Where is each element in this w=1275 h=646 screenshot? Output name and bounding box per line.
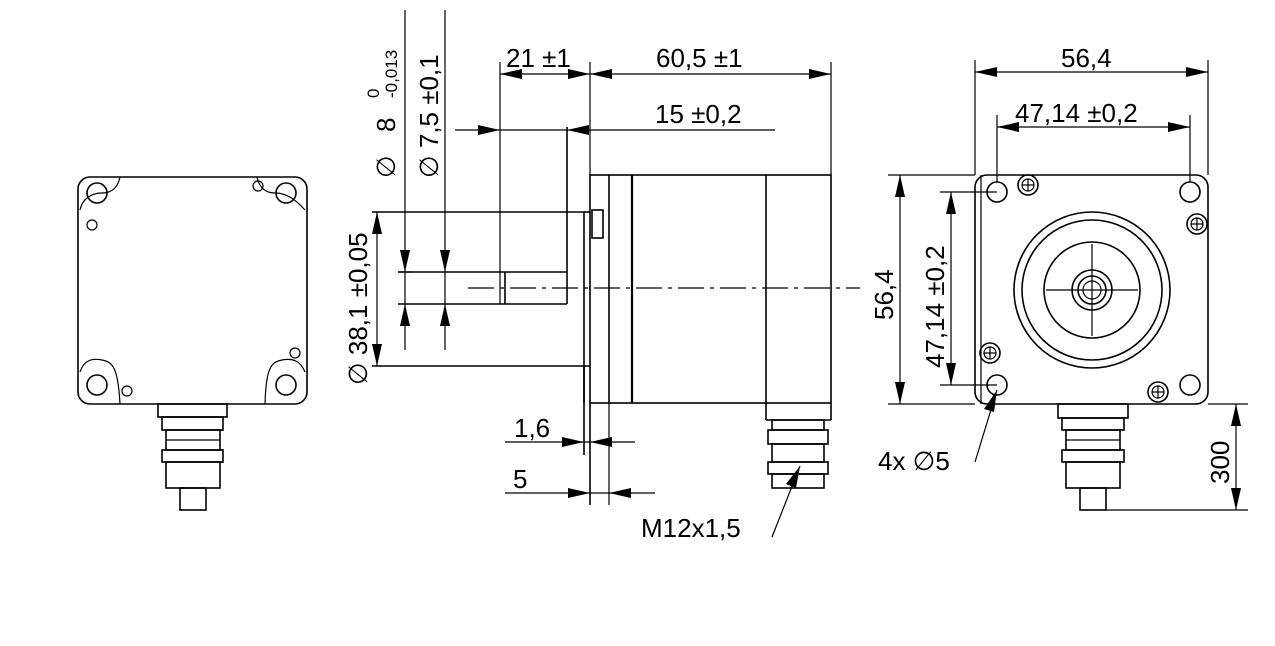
front-height-label: 56,4 <box>869 269 899 320</box>
flange-thickness-label: 1,6 <box>514 413 550 443</box>
shaft-diameter-label: ∅ 8 0 -0,013 <box>364 50 401 178</box>
shaft-diameter-symbol: ∅ <box>371 155 401 178</box>
side-view-dimension-lines <box>372 10 832 538</box>
flange-length-label: 15 ±0,2 <box>655 99 742 129</box>
screw-icon <box>979 342 1001 364</box>
pilot-diameter-label: ∅ 38,1 ±0,05 <box>343 232 373 385</box>
shaft-diameter-value: 8 <box>371 118 401 132</box>
mount-holes-label: 4x ∅5 <box>878 446 950 476</box>
shaft-length-label: 21 ±1 <box>506 43 571 73</box>
side-view <box>372 127 860 505</box>
screw-icon <box>1017 174 1039 196</box>
pilot-depth-label: 5 <box>513 464 527 494</box>
front-width-label: 56,4 <box>1061 43 1112 73</box>
shaft-tolerance-upper: 0 <box>364 89 383 98</box>
shaft-tolerance-lower: -0,013 <box>382 50 401 98</box>
screw-icon <box>1147 381 1169 403</box>
screw-icon <box>1186 213 1208 235</box>
connector-thread-label: M12x1,5 <box>641 513 741 543</box>
shoulder-diameter-label: ∅ 7,5 ±0,1 <box>414 54 444 178</box>
hole-pitch-horizontal-label: 47,14 ±0,2 <box>1015 98 1138 128</box>
front-view-dimension-lines <box>888 60 1248 511</box>
body-length-label: 60,5 ±1 <box>656 43 743 73</box>
rear-view <box>77 176 308 511</box>
front-view <box>974 174 1209 511</box>
hole-pitch-vertical-label: 47,14 ±0,2 <box>920 245 950 368</box>
cable-length-label: 300 <box>1205 441 1235 484</box>
